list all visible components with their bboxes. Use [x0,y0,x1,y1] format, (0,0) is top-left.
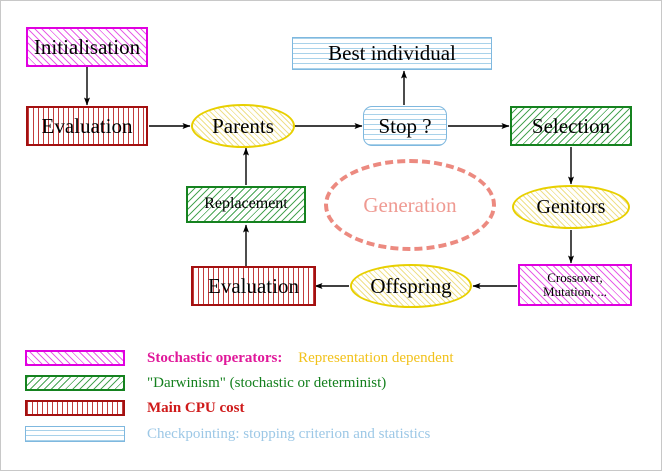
legend-row-stochastic-operators: Stochastic operators: Representation dep… [25,349,454,367]
node-selection-label: Selection [531,113,611,138]
node-evaluation-bottom[interactable]: Evaluation [191,266,316,306]
legend-text-primary-1: "Darwinism" (stochastic or determinist) [147,374,387,391]
node-parents[interactable]: Parents [191,104,295,148]
node-evaluation-top-label: Evaluation [41,113,133,138]
node-crossover-mutation-label-line1: Crossover, [547,270,603,286]
legend-text-primary-0: Stochastic operators: [147,349,283,366]
node-evaluation-top[interactable]: Evaluation [26,106,148,146]
node-best-individual[interactable]: Best individual [292,37,492,70]
node-generation-label: Generation [363,192,457,217]
node-initialisation[interactable]: Initialisation [26,27,148,67]
legend-label-checkpointing: Checkpointing: stopping criterion and st… [147,426,430,443]
node-parents-label: Parents [212,113,274,138]
legend-label-darwinism: "Darwinism" (stochastic or determinist) [147,375,386,392]
node-generation: Generation [324,159,496,251]
node-replacement[interactable]: Replacement [186,186,306,223]
legend-row-checkpointing: Checkpointing: stopping criterion and st… [25,425,430,443]
node-genitors[interactable]: Genitors [512,185,630,229]
legend-swatch-red-vertical-hatch [25,400,125,416]
node-best-individual-label: Best individual [328,41,456,66]
node-selection[interactable]: Selection [510,106,632,146]
legend-text-primary-2: Main CPU cost [147,399,245,416]
node-stop[interactable]: Stop ? [363,106,447,146]
node-evaluation-bottom-label: Evaluation [208,273,299,298]
legend-swatch-magenta-diagonal-hatch [25,350,125,366]
node-crossover-mutation-label-line2: Mutation, ... [543,284,607,299]
node-offspring[interactable]: Offspring [350,264,472,308]
node-crossover-mutation[interactable]: Crossover, Mutation, ... [518,264,632,306]
node-genitors-label: Genitors [536,195,606,218]
node-stop-label: Stop ? [378,113,432,138]
legend-text-secondary-0: Representation dependent [298,349,454,366]
node-initialisation-label: Initialisation [33,34,141,59]
legend-label-main-cpu-cost: Main CPU cost [147,400,245,417]
legend-row-darwinism: "Darwinism" (stochastic or determinist) [25,374,386,392]
legend-swatch-green-diagonal-hatch [25,375,125,391]
node-offspring-label: Offspring [370,273,452,298]
legend-row-main-cpu-cost: Main CPU cost [25,399,245,417]
legend-text-primary-3: Checkpointing: stopping criterion and st… [147,425,431,442]
legend-swatch-blue-horizontal-hatch [25,426,125,442]
legend-label-stochastic-operators: Stochastic operators: Representation dep… [147,350,454,367]
node-replacement-label: Replacement [204,195,288,213]
